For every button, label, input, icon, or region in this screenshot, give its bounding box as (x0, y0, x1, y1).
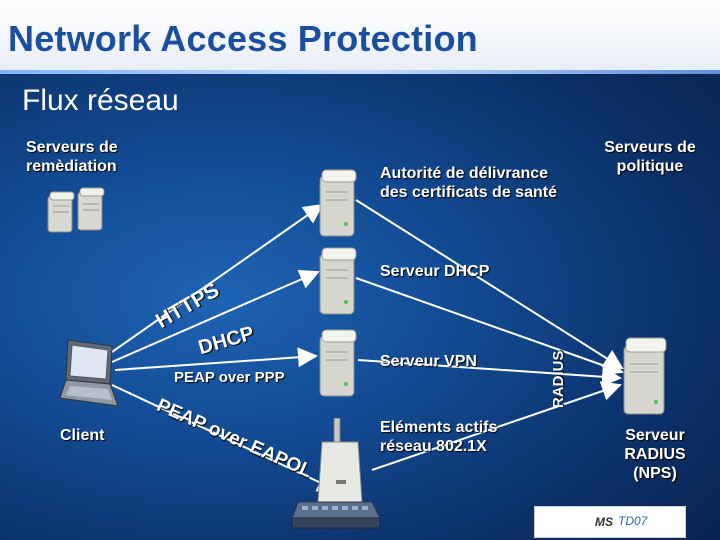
vpn-server-icon (319, 329, 357, 397)
policy-servers-label: Serveurs de politique (594, 138, 706, 176)
page-title: Network Access Protection (8, 18, 478, 59)
flow-label-peap-ppp: PEAP over PPP (174, 369, 285, 386)
title-bar: Network Access Protection (0, 0, 720, 70)
radius-server-label: Serveur RADIUS (NPS) (600, 426, 710, 483)
remediation-servers-icon (47, 187, 105, 233)
flow-line-dhcp-radius (355, 277, 624, 376)
hra-label-line2: des certificats de santé (380, 184, 557, 201)
radius-server-label-line3: (NPS) (633, 465, 677, 482)
network-switch-icon (291, 418, 381, 529)
flow-line-client-vpn (114, 347, 318, 371)
flow-line-client-hra (111, 203, 324, 353)
radius-server-icon (623, 337, 667, 415)
flow-line-switch-radius (371, 381, 622, 471)
flow-label-radius: RADIUS (550, 350, 567, 408)
title-divider (0, 70, 720, 74)
flow-line-vpn-radius (357, 359, 622, 387)
client-label: Client (60, 427, 105, 444)
ms-techdays-logo: MS TD07 (534, 506, 686, 538)
page-subtitle: Flux réseau (22, 84, 179, 117)
dhcp-server-label: Serveur DHCP (380, 263, 490, 280)
policy-servers-label-line2: politique (616, 158, 684, 175)
flow-line-client-dhcp (111, 270, 320, 363)
logo-td-text: TD07 (618, 514, 648, 528)
flow-line-client-switch (111, 384, 338, 492)
hra-label-line1: Autorité de délivrance (380, 165, 549, 182)
logo-ms-text: MS (595, 515, 613, 529)
remediation-servers-label-line1: Serveurs de (26, 139, 118, 156)
remediation-servers-label: Serveurs de remèdiation (26, 138, 118, 176)
radius-server-label-line1: Serveur (625, 427, 685, 444)
network-8021x-label-line1: Eléments actifs (380, 419, 498, 436)
client-laptop-icon (59, 339, 119, 407)
flow-line-hra-radius (355, 199, 624, 370)
policy-servers-label-line1: Serveurs de (604, 139, 696, 156)
network-8021x-label-line2: réseau 802.1X (380, 438, 487, 455)
network-8021x-label: Eléments actifs réseau 802.1X (380, 418, 497, 456)
remediation-servers-label-line2: remèdiation (26, 158, 117, 175)
hra-server-icon (319, 169, 357, 237)
radius-server-label-line2: RADIUS (624, 446, 686, 463)
hra-label: Autorité de délivrance des certificats d… (380, 164, 557, 202)
dhcp-server-icon (319, 247, 357, 315)
vpn-server-label: Serveur VPN (380, 353, 477, 370)
